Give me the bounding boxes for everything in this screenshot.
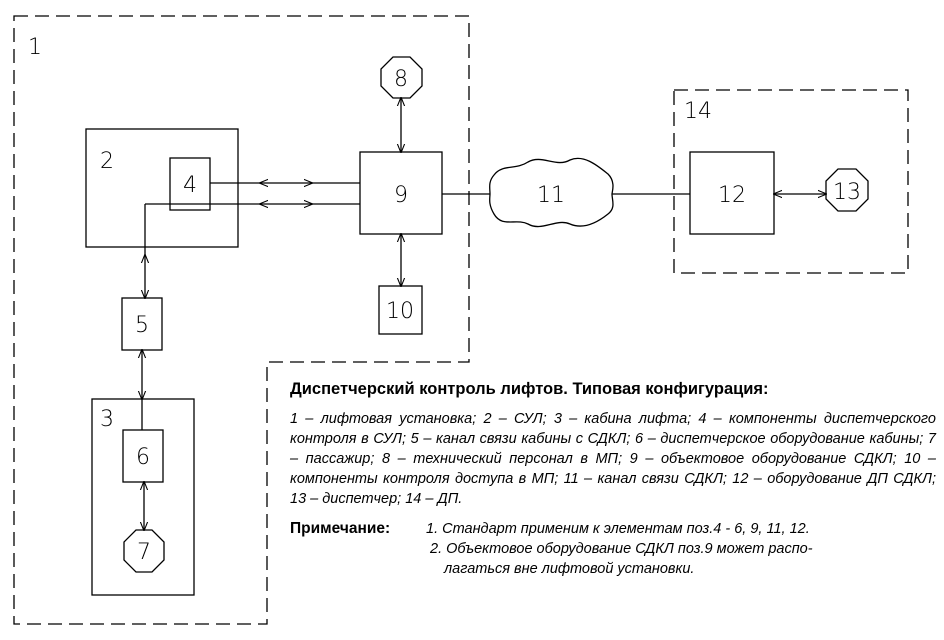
label-3: 3 — [100, 407, 114, 432]
caption-note: Примечание: 1. Стандарт применим к элеме… — [290, 519, 936, 579]
label-2: 2 — [100, 149, 114, 174]
label-4: 4 — [183, 173, 197, 198]
label-11: 11 — [537, 183, 565, 208]
node-dispatcher — [825, 168, 869, 212]
box-lift-control — [85, 128, 239, 248]
label-10: 10 — [386, 299, 414, 324]
label-7: 7 — [137, 540, 151, 565]
label-12: 12 — [718, 183, 746, 208]
note-line-3: лагаться вне лифтовой установки. — [444, 561, 695, 577]
caption-legend: 1 – лифтовая установка; 2 – СУЛ; 3 – каб… — [290, 411, 936, 507]
note-heading: Примечание: — [290, 520, 391, 537]
note-line-2: 2. Объектовое оборудование СДКЛ поз.9 мо… — [430, 541, 813, 557]
label-9: 9 — [394, 183, 408, 208]
zone-dispatch-point — [673, 89, 909, 274]
cloud-sdkl-channel — [489, 157, 614, 228]
zone-lift-installation — [13, 15, 470, 625]
label-14: 14 — [684, 99, 712, 124]
caption: Диспетчерский контроль лифтов. Типовая к… — [290, 380, 936, 579]
label-8: 8 — [394, 67, 408, 92]
node-technical-staff — [380, 56, 423, 99]
box-dispatch-components — [169, 157, 211, 211]
note-line-1: 1. Стандарт применим к элементам поз.4 -… — [426, 521, 810, 537]
label-5: 5 — [135, 313, 149, 338]
node-passenger — [123, 529, 165, 573]
label-1: 1 — [28, 35, 42, 60]
caption-title: Диспетчерский контроль лифтов. Типовая к… — [290, 380, 769, 398]
label-13: 13 — [833, 180, 861, 205]
label-6: 6 — [136, 445, 150, 470]
